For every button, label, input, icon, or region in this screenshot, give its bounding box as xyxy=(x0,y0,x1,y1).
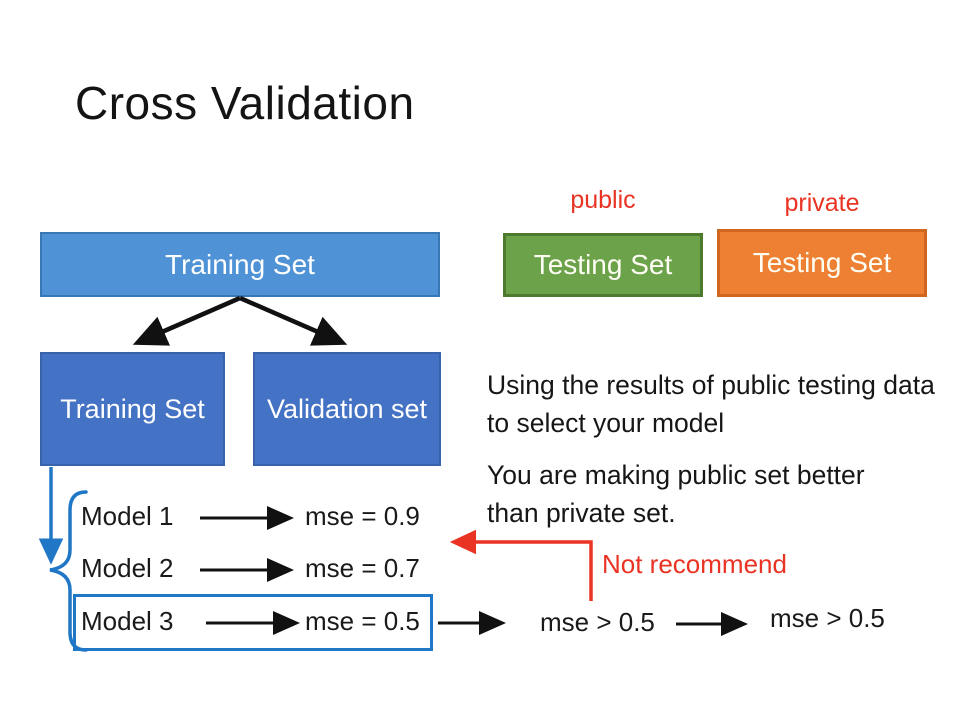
page-title: Cross Validation xyxy=(75,77,415,129)
not-recommend-label: Not recommend xyxy=(602,549,787,579)
training-set-full-box: Training Set xyxy=(40,232,440,297)
public-testing-set-label: Testing Set xyxy=(533,249,673,280)
validation-set-box: Validation set xyxy=(253,352,441,466)
notes-block: Using the results of public testing data… xyxy=(487,366,937,546)
training-set-full-label: Training Set xyxy=(165,248,315,280)
model-1-label: Model 1 xyxy=(81,501,174,531)
model-3-mse: mse = 0.5 xyxy=(305,606,420,636)
note-line-2: You are making public set better than pr… xyxy=(487,460,865,528)
note-line-1: Using the results of public testing data… xyxy=(487,370,935,438)
mse-private-result: mse > 0.5 xyxy=(770,603,885,633)
best-model-highlight-frame xyxy=(73,594,433,651)
private-testing-set-label: Testing Set xyxy=(752,247,892,278)
not-recommend-arrow-icon xyxy=(449,529,593,601)
private-testing-set-box: Testing Set xyxy=(717,229,927,297)
training-subset-box: Training Set xyxy=(40,352,225,466)
split-fork-arrows-icon xyxy=(132,295,348,346)
private-tag: private xyxy=(784,189,860,217)
training-subset-label: Training Set xyxy=(60,394,205,424)
public-tag: public xyxy=(570,186,636,214)
model-2-label: Model 2 xyxy=(81,553,174,583)
model-1-mse: mse = 0.9 xyxy=(305,501,420,531)
model-2-mse: mse = 0.7 xyxy=(305,553,420,583)
model-3-label: Model 3 xyxy=(81,606,174,636)
validation-set-label: Validation set xyxy=(266,394,428,424)
mse-public-result: mse > 0.5 xyxy=(540,607,655,637)
public-testing-set-box: Testing Set xyxy=(503,233,703,297)
